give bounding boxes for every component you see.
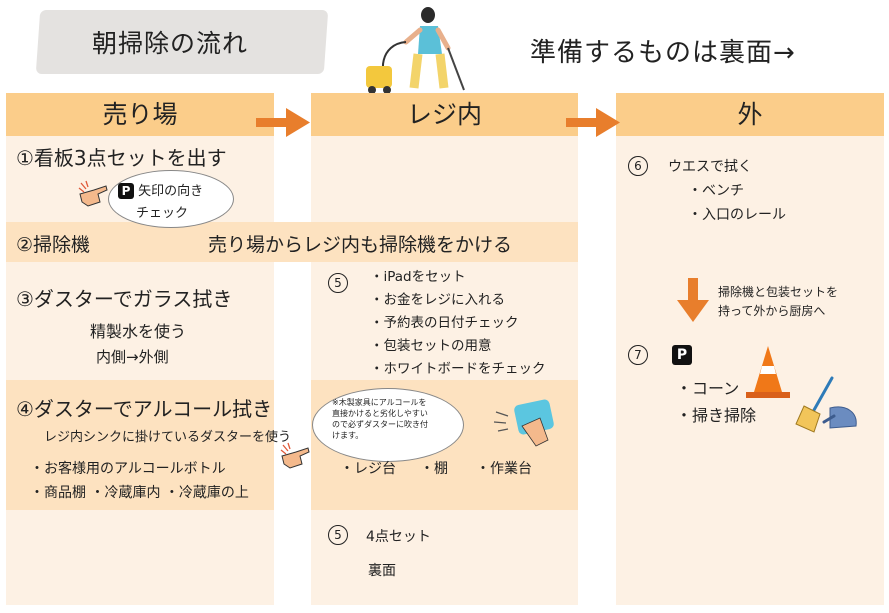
step-number-circle: 6 xyxy=(628,156,648,176)
parking-icon: P xyxy=(672,345,692,365)
outside-note: 掃除機と包装セットを 持って外から厨房へ xyxy=(718,283,838,321)
column-header-outside: 外 xyxy=(616,93,884,136)
step2-label: ②掃除機 xyxy=(16,234,91,256)
outside-step7-item2: ・掃き掃除 xyxy=(676,406,757,425)
arrow-right-icon xyxy=(256,108,310,137)
pointing-hand-icon xyxy=(78,180,108,207)
outside-step6-title: ウエスで拭く xyxy=(668,159,752,175)
step1-bubble-line1: P 矢印の向き xyxy=(118,180,203,199)
step-number-circle: 5 xyxy=(328,273,348,293)
step4-band-sales xyxy=(6,380,274,510)
step3-text: ③ダスターでガラス拭き xyxy=(16,287,233,311)
step4-text: ④ダスターでアルコール拭き xyxy=(16,397,273,421)
register-step5b-line1: 4点セット xyxy=(366,529,431,545)
step4-item2: ・商品棚 ・冷蔵庫内 ・冷蔵庫の上 xyxy=(30,485,249,501)
register-item-register: ・レジ台 xyxy=(340,461,396,477)
step2-text: 売り場からレジ内も掃除機をかける xyxy=(208,234,513,256)
register-step5b-line2: 裏面 xyxy=(368,563,396,579)
step3-sub1: 精製水を使う xyxy=(90,322,187,341)
page-title: 朝掃除の流れ xyxy=(92,29,249,58)
column-register: レジ内 xyxy=(311,93,578,605)
step4-bubble-line: けます。 xyxy=(332,431,364,440)
cleaning-person-illustration xyxy=(366,7,465,94)
register-step5-number: 5 xyxy=(328,272,348,293)
outside-note-line1: 掃除機と包装セットを xyxy=(718,285,839,299)
step4-bubble-line: ので必ずダスターに吹き付 xyxy=(332,420,428,429)
arrow-down-icon xyxy=(677,278,709,322)
step4-bubble-line: 直接かけると劣化しやすい xyxy=(332,409,428,418)
outside-note-line2: 持って外から厨房へ xyxy=(718,304,826,318)
list-item: ・iPadをセット xyxy=(370,269,466,285)
outside-step7-item1: ・コーン xyxy=(676,379,740,398)
register-item-worktable: ・作業台 xyxy=(476,461,532,477)
outside-step6-number: 6 xyxy=(628,155,648,176)
traffic-cone-icon xyxy=(746,346,790,398)
step-number-circle: 7 xyxy=(628,345,648,365)
list-item: ・ホワイトボードをチェック xyxy=(370,361,546,377)
step1-speech-bubble xyxy=(108,170,234,228)
step1-bubble-line2: チェック xyxy=(136,206,189,221)
column-outside: 外 xyxy=(616,93,884,605)
step4-sub: レジ内シンクに掛けているダスターを使う xyxy=(44,430,292,445)
list-item: ・包装セットの用意 xyxy=(370,338,492,354)
register-step5b-number: 5 xyxy=(328,524,348,545)
outside-step6-item1: ・ベンチ xyxy=(688,183,744,199)
parking-icon: P xyxy=(118,183,134,199)
register-step5-list: ・iPadをセット ・お金をレジに入れる ・予約表の日付チェック ・包装セットの… xyxy=(370,266,546,381)
outside-step7-number: 7 xyxy=(628,344,648,365)
prep-note: 準備するものは裏面→ xyxy=(530,38,796,68)
step-number-circle: 5 xyxy=(328,525,348,545)
column-header-sales-floor: 売り場 xyxy=(6,93,274,136)
list-item: ・予約表の日付チェック xyxy=(370,315,519,331)
step3-sub2: 内側→外側 xyxy=(96,348,169,366)
list-item: ・お金をレジに入れる xyxy=(370,292,505,308)
step4-item1: ・お客様用のアルコールボトル xyxy=(30,461,226,477)
step4-bubble-text: ※木製家具にアルコールを 直接かけると劣化しやすい ので必ずダスターに吹き付 け… xyxy=(332,397,428,441)
broom-dustpan-icon xyxy=(795,376,857,433)
step4-bubble-line: ※木製家具にアルコールを xyxy=(332,398,427,407)
step1-text: ①看板3点セットを出す xyxy=(16,146,227,170)
outside-step6-item2: ・入口のレール xyxy=(688,207,786,223)
column-header-register: レジ内 xyxy=(311,93,578,136)
wiping-hand-icon xyxy=(493,399,554,447)
arrow-right-icon xyxy=(566,108,620,137)
step4-speech-bubble xyxy=(312,388,464,462)
register-item-shelf: ・棚 xyxy=(420,461,448,477)
step1-bubble-text1: 矢印の向き xyxy=(138,184,204,199)
pointing-hand-icon xyxy=(280,442,310,469)
outside-step7-badge: P xyxy=(672,344,692,365)
step2-band xyxy=(6,222,578,262)
